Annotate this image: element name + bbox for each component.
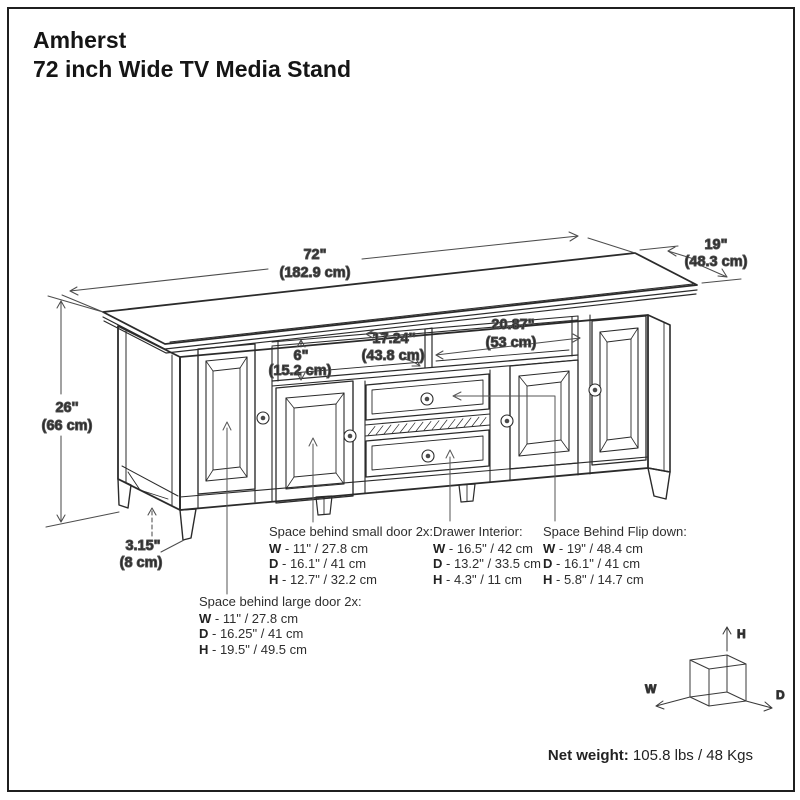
spec-title: Drawer Interior: — [433, 524, 523, 539]
cabinet-front — [179, 314, 671, 541]
dim-height-cm: (66 cm) — [42, 418, 93, 434]
dimension-width: 72" (182.9 cm) — [61, 231, 636, 313]
w-axis-arrow — [655, 696, 691, 707]
spec-title: Space behind large door 2x: — [199, 594, 362, 609]
large-left-door — [197, 343, 256, 495]
leader-drawer-interior — [445, 449, 455, 522]
dim-right-comp-in: 20.87" — [491, 317, 534, 333]
w-axis-label: W — [645, 682, 657, 696]
dim-left-comp-cm: (43.8 cm) — [362, 348, 425, 364]
dimension-left-compartment: 17.24'' (43.8 cm) — [361, 329, 425, 367]
axis-cube-icon: H W D — [645, 626, 786, 712]
dimension-annotations: 72" (182.9 cm) 19" (48.3 cm) — [41, 231, 748, 572]
spec-row: W - 16.5" / 42 cm — [433, 540, 533, 556]
flip-down-drawer-front — [365, 373, 490, 421]
spec-row: D - 13.2" / 33.5 cm — [433, 556, 541, 571]
page-title: Amherst 72 inch Wide TV Media Stand — [33, 26, 351, 84]
dimension-right-compartment: 20.87" (53 cm) — [435, 316, 581, 360]
leader-small-door — [308, 437, 318, 523]
drawer-bay — [364, 373, 491, 478]
dimension-height: 26'' (66 cm) — [41, 295, 120, 528]
open-shelf-row — [271, 315, 579, 387]
spec-row: D - 16.25" / 41 cm — [199, 626, 304, 641]
spec-row: D - 16.1" / 41 cm — [543, 556, 641, 571]
dimension-leg: 3.15" (8 cm) — [119, 507, 185, 572]
dim-leg-cm: (8 cm) — [120, 555, 163, 571]
center-foot-right — [458, 483, 476, 503]
product-subtitle: 72 inch Wide TV Media Stand — [33, 56, 352, 82]
tv-stand-illustration — [102, 252, 698, 541]
net-weight: Net weight: 105.8 lbs / 48 Kgs — [548, 747, 753, 764]
small-left-door — [275, 380, 354, 504]
dim-depth-in: 19" — [704, 237, 727, 253]
center-foot-left — [315, 495, 333, 516]
spec-row: W - 19" / 48.4 cm — [543, 540, 643, 556]
leader-flip-down — [452, 391, 556, 522]
bottom-drawer-front — [365, 429, 490, 478]
dim-width-in: 72" — [303, 247, 326, 263]
h-axis-label: H — [737, 627, 746, 641]
dimension-shelf-height: 6" (15.2 cm) — [268, 339, 332, 381]
spec-row: W - 11" / 27.8 cm — [199, 610, 299, 626]
spec-drawer-interior: Drawer Interior: W - 16.5" / 42 cm D - 1… — [433, 524, 541, 587]
dim-right-comp-cm: (53 cm) — [486, 335, 537, 351]
shelf-edge-hatching — [367, 416, 487, 436]
dim-height-in: 26'' — [55, 400, 78, 416]
dim-width-cm: (182.9 cm) — [280, 265, 351, 281]
spec-row: W - 11" / 27.8 cm — [269, 540, 369, 556]
leader-large-door — [222, 421, 232, 595]
dim-left-comp-in: 17.24'' — [372, 331, 415, 347]
large-right-door — [591, 315, 647, 466]
d-axis-label: D — [776, 688, 785, 702]
d-axis-arrow — [745, 700, 773, 709]
spec-row: H - 12.7" / 32.2 cm — [269, 571, 377, 587]
spec-row: D - 16.1" / 41 cm — [269, 556, 367, 571]
spec-row: H - 19.5" / 49.5 cm — [199, 641, 307, 657]
front-left-leg — [179, 508, 197, 541]
spec-title: Space Behind Flip down: — [543, 524, 687, 539]
page-border — [7, 7, 795, 792]
net-weight-label: Net weight: — [547, 747, 629, 764]
spec-title: Space behind small door 2x: — [269, 524, 434, 539]
small-right-door — [509, 359, 579, 470]
tabletop — [102, 252, 698, 354]
spec-row: H - 4.3" / 11 cm — [433, 571, 522, 587]
dimension-depth: 19" (48.3 cm) — [639, 236, 748, 284]
spec-small-door: Space behind small door 2x: W - 11" / 27… — [269, 524, 433, 587]
front-right-leg — [647, 467, 671, 500]
dim-shelf-in: 6" — [294, 348, 309, 364]
spec-large-door: Space behind large door 2x: W - 11" / 27… — [199, 594, 362, 657]
dim-leg-in: 3.15" — [125, 538, 160, 554]
spec-flip-down: Space Behind Flip down: W - 19" / 48.4 c… — [543, 524, 687, 587]
product-name: Amherst — [33, 27, 127, 53]
left-side-panel — [117, 325, 181, 511]
door-knobs — [256, 383, 602, 463]
net-weight-value: 105.8 lbs / 48 Kgs — [628, 747, 753, 764]
dim-depth-cm: (48.3 cm) — [685, 254, 748, 270]
dim-shelf-cm: (15.2 cm) — [269, 363, 332, 379]
callout-leaders — [222, 391, 556, 595]
spec-row: H - 5.8" / 14.7 cm — [543, 571, 644, 587]
